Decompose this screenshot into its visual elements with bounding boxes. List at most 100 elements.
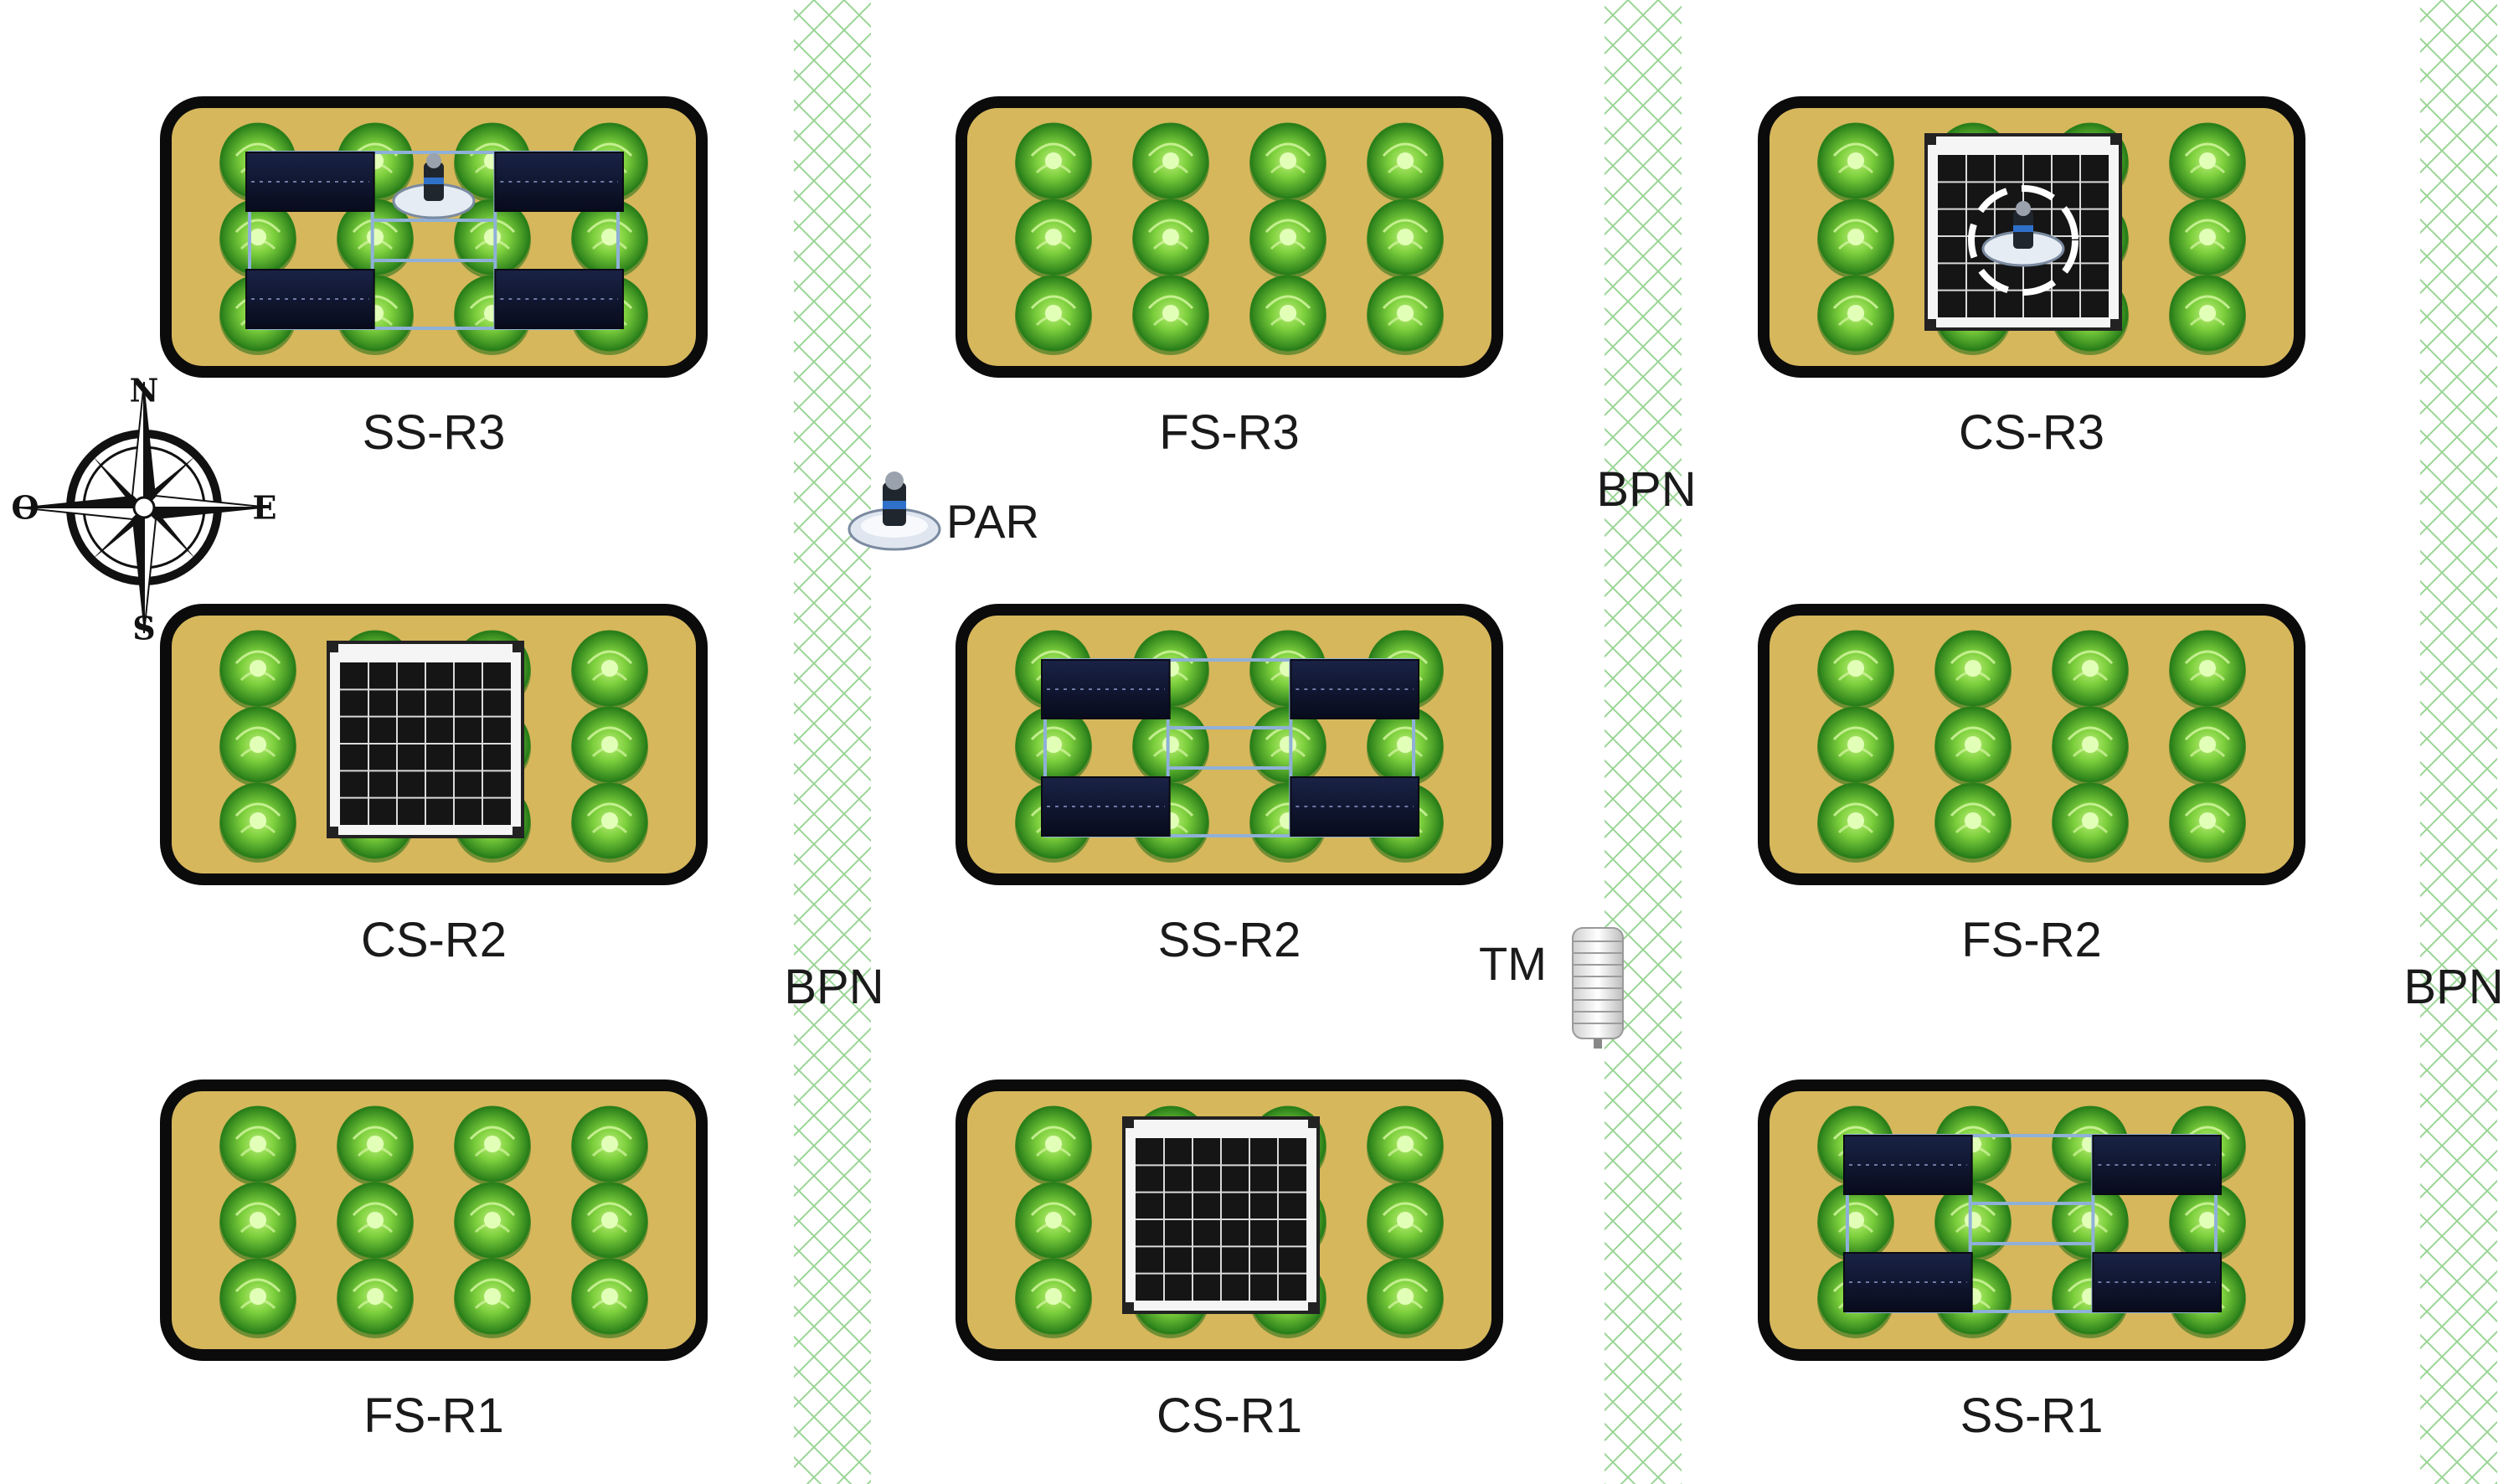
bpn-label-middle-upper: BPN (1596, 462, 1696, 517)
plot-label: CS-R1 (1156, 1389, 1302, 1443)
cabbage-icon (454, 1182, 531, 1262)
cabbage-icon (337, 1105, 414, 1186)
cabbage-icon (1934, 1182, 2012, 1262)
cabbage-icon (1015, 122, 1092, 203)
net-strip-left (794, 0, 871, 1484)
cabbage-icon (2169, 198, 2246, 279)
plot-label: SS-R1 (1960, 1389, 2104, 1443)
compass-rose: N S E O (11, 372, 276, 647)
cabbage-icon (1817, 706, 1894, 786)
cabbage-icon (1015, 275, 1092, 355)
par-sensor-icon (1968, 185, 2079, 296)
par-label: PAR (946, 495, 1039, 548)
bpn-label-right: BPN (2403, 960, 2503, 1014)
net-strip-middle (1605, 0, 1682, 1484)
solar-panel-strip (494, 152, 624, 212)
buffer-strips (794, 0, 2497, 1484)
plot-label: CS-R2 (361, 913, 507, 967)
cabbage-icon (1934, 630, 2012, 710)
cabbage-icon (1132, 275, 1209, 355)
cabbage-icon (2052, 1182, 2129, 1262)
cabbage-icon (571, 1258, 648, 1338)
cabbage-icon (2169, 122, 2246, 203)
solar-panel-strip (1290, 659, 1420, 719)
cabbage-icon (1015, 1258, 1092, 1338)
plot-fs-r1: FS-R1 (160, 1080, 708, 1443)
par-sensor-icon (847, 471, 941, 551)
bpn-label-left: BPN (784, 960, 883, 1014)
net-strip-right (2420, 0, 2497, 1484)
cabbage-icon (219, 782, 296, 863)
plot-ss-r3: SS-R3 (160, 96, 708, 460)
solar-panel-strip (1843, 1135, 1973, 1195)
cabbage-icon (2052, 630, 2129, 710)
compass-west-label: O (11, 489, 39, 527)
solar-panel-strip (245, 152, 375, 212)
cabbage-icon (1367, 275, 1444, 355)
cabbage-icon (1249, 198, 1326, 279)
cabbage-icon (219, 1105, 296, 1186)
cabbage-icon (1817, 198, 1894, 279)
plot-cs-r3: CS-R3 (1758, 96, 2305, 460)
plot-bed (956, 96, 1503, 378)
solar-panel-strip (1041, 776, 1171, 837)
cabbage-icon (571, 1105, 648, 1186)
par-sensor-icon (1981, 201, 2065, 267)
cabbage-icon (1367, 1258, 1444, 1338)
plot-fs-r2: FS-R2 (1758, 604, 2305, 967)
plot-cs-r2: CS-R2 (160, 604, 708, 967)
cabbage-icon (337, 1258, 414, 1338)
cabbage-icon (219, 630, 296, 710)
cabbage-icon (1817, 122, 1894, 203)
cabbage-icon (1817, 630, 1894, 710)
cabbage-icon (1367, 122, 1444, 203)
cabbage-icon (2169, 275, 2246, 355)
cabbage-icon (1817, 1182, 1894, 1262)
cabbage-icon (219, 198, 296, 279)
cabbage-icon (1249, 122, 1326, 203)
cabbage-icon (571, 630, 648, 710)
cabbage-icon (1132, 198, 1209, 279)
cabbage-icon (454, 1105, 531, 1186)
cabbage-icon (2052, 782, 2129, 863)
par-sensor: PAR (847, 471, 1039, 551)
solar-panel-strip (1843, 1252, 1973, 1312)
cabbage-icon (337, 1182, 414, 1262)
solar-panel-strip (494, 269, 624, 329)
compass-north-label: N (130, 372, 159, 410)
cabbage-icon (1015, 198, 1092, 279)
cabbage-icon (2052, 706, 2129, 786)
plot-label: FS-R1 (363, 1389, 504, 1443)
cabbage-icon (1367, 706, 1444, 786)
solar-panel-strip (2092, 1252, 2222, 1312)
cabbage-icon (2169, 630, 2246, 710)
cabbage-icon (571, 1182, 648, 1262)
compass-south-label: S (132, 610, 155, 647)
cabbage-icon (571, 198, 648, 279)
cabbage-icon (1817, 782, 1894, 863)
cabbage-icon (571, 782, 648, 863)
cabbage-icon (1249, 706, 1326, 786)
cabbage-icon (1015, 1105, 1092, 1186)
plot-ss-r1: SS-R1 (1758, 1080, 2305, 1443)
cabbage-icon (1934, 706, 2012, 786)
cabbage-icon (1132, 706, 1209, 786)
plot-bed (160, 1080, 708, 1361)
plot-bed (1758, 604, 2305, 885)
cabbage-icon (1817, 275, 1894, 355)
cabbage-icon (1015, 1182, 1092, 1262)
plot-label: SS-R3 (363, 405, 506, 460)
solar-panel-square (327, 641, 524, 838)
plot-cs-r1: CS-R1 (956, 1080, 1503, 1443)
par-sensor-icon (392, 153, 476, 219)
tm-sensor: TM (1479, 927, 1624, 1049)
solar-panel-square (1122, 1116, 1320, 1314)
solar-panel-strip (1290, 776, 1420, 837)
plot-label: FS-R3 (1159, 405, 1300, 460)
compass-east-label: E (253, 489, 277, 527)
cabbage-icon (219, 1258, 296, 1338)
cabbage-icon (2169, 782, 2246, 863)
cabbage-icon (219, 706, 296, 786)
